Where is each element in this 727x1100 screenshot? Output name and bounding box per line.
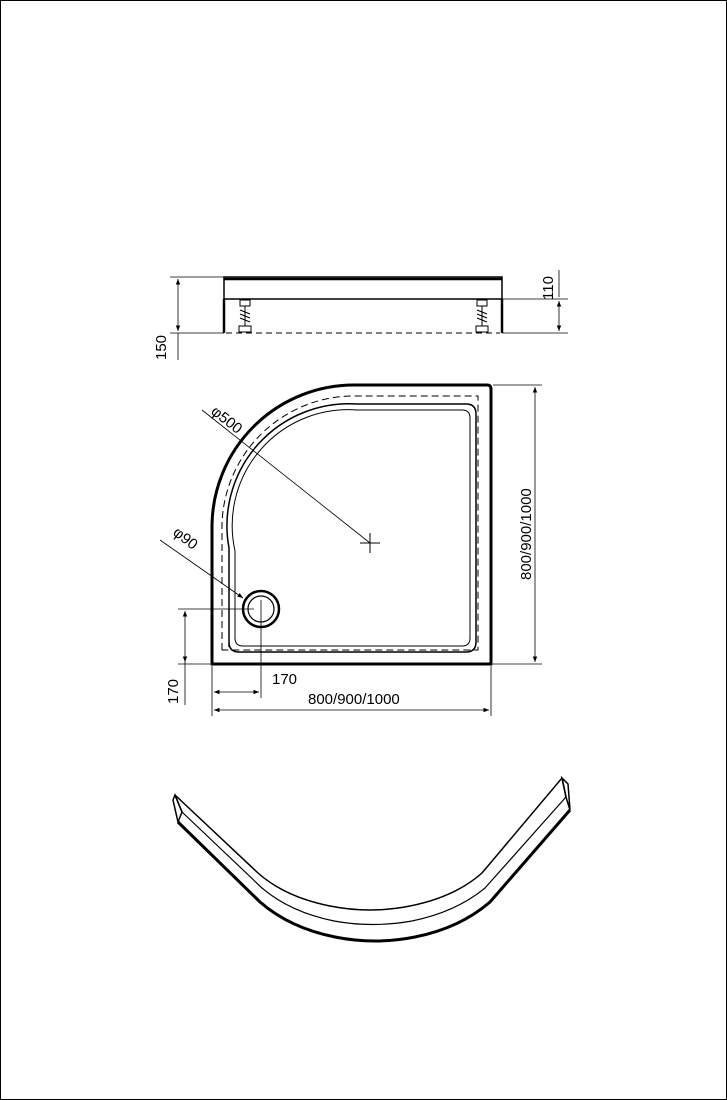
dimension-drain-y	[178, 608, 254, 705]
label-drain-y: 170	[165, 679, 182, 704]
dimension-110-label: 110	[540, 276, 557, 300]
plan-skirt-dashed	[221, 395, 479, 651]
side-view	[170, 270, 568, 360]
front-panel	[172, 775, 572, 943]
dimension-150-label: 150	[153, 335, 170, 360]
dimension-drain-x	[214, 600, 262, 698]
dimension-110	[502, 270, 568, 334]
dimension-depth	[493, 384, 542, 665]
plan-outer-outline	[210, 383, 493, 666]
front-panel-top-rim	[174, 777, 563, 911]
foot-right-icon	[475, 299, 489, 333]
label-drain-x: 170	[272, 671, 297, 688]
dimension-width	[211, 666, 492, 716]
plan-basin-outer	[226, 402, 477, 653]
leader-phi90	[159, 539, 244, 599]
plan-basin-inner	[231, 409, 471, 647]
front-panel-bottom-edge	[176, 809, 572, 943]
label-depth: 800/900/1000	[518, 488, 535, 580]
foot-left-icon	[238, 299, 252, 333]
dimension-150	[170, 276, 224, 360]
label-phi500: φ500	[208, 403, 246, 438]
label-phi90: φ90	[170, 524, 201, 554]
side-view-tray	[223, 276, 503, 300]
label-width: 800/900/1000	[308, 691, 400, 708]
leader-phi500	[201, 409, 371, 544]
plan-view	[159, 383, 542, 716]
